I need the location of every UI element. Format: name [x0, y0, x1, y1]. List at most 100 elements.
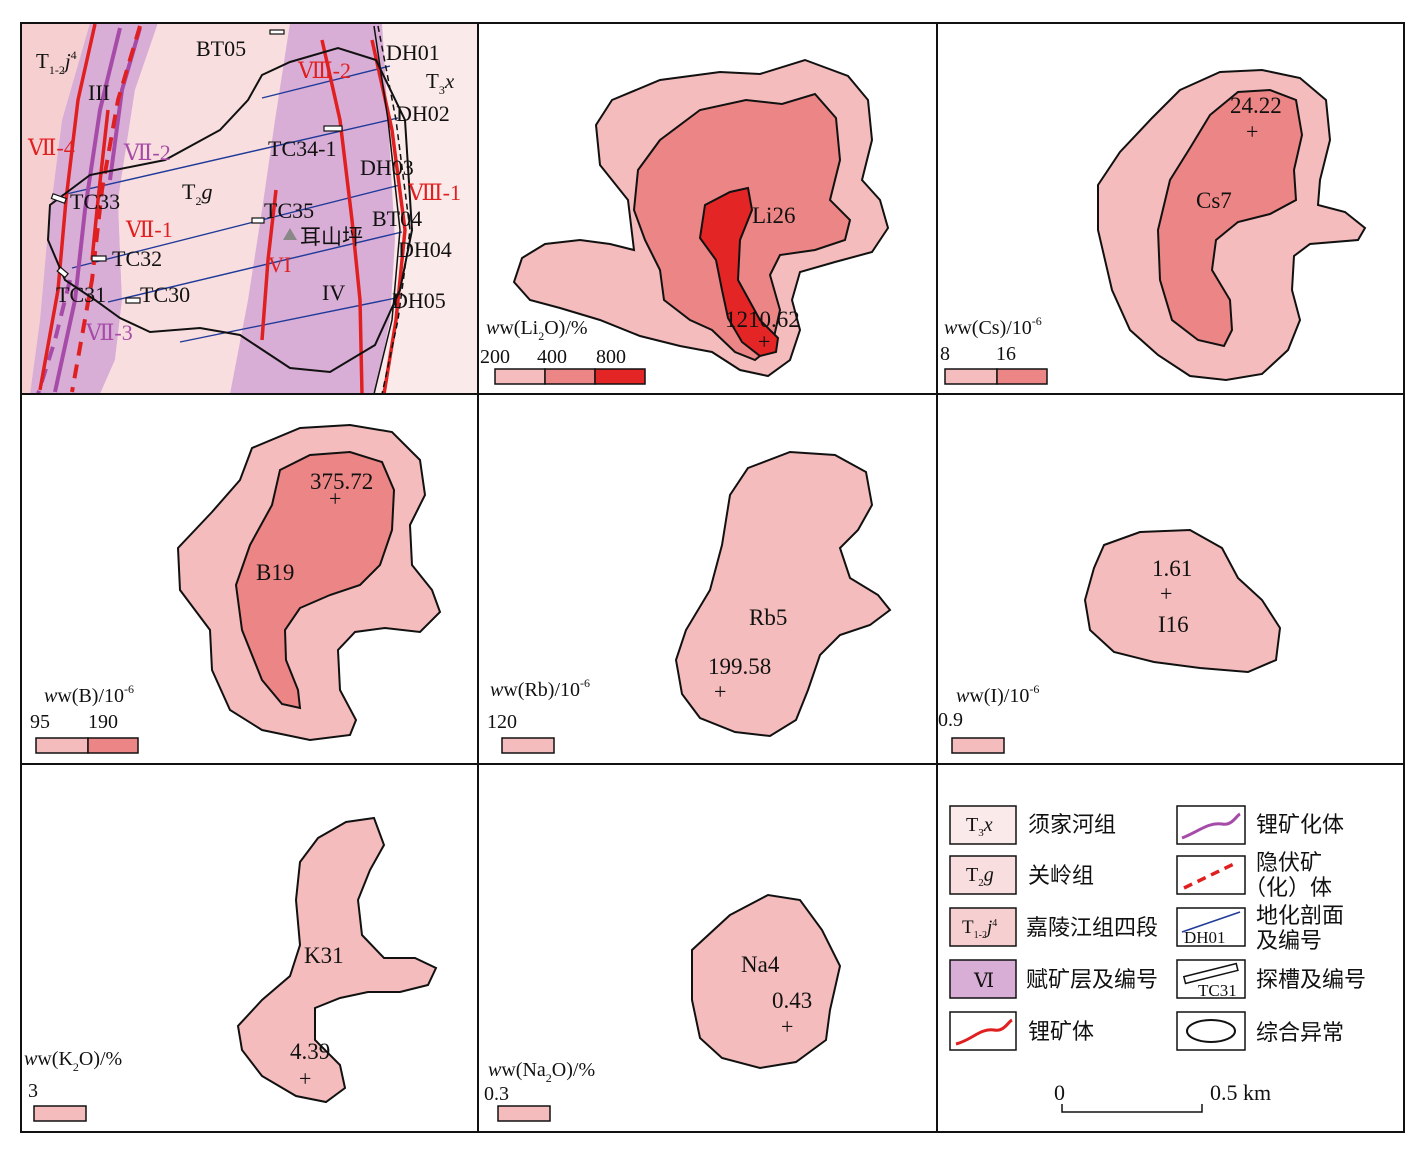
place-label-ershanping: 耳山坪: [300, 225, 363, 249]
legend-label-profile-line2: 及编号: [1256, 929, 1322, 954]
legend-label-trench: 探槽及编号: [1256, 968, 1366, 993]
trench-symbol-tc30: [125, 297, 141, 304]
li-legend-swatch-2: [544, 368, 596, 385]
rb-anomaly-panel: Rb5 199.58 + ww(Rb)/10-6 120: [487, 450, 892, 754]
k-anomaly-panel: K31 4.39 + ww(K2O)/% 3: [24, 816, 438, 1122]
b-peak-value: 375.72: [310, 469, 373, 494]
concealed-body-west: [70, 25, 142, 393]
li-peak-value: 1210.62: [725, 307, 800, 332]
legend-item-ore-layer: Ⅵ 赋矿层及编号: [949, 959, 1158, 999]
cs-unit-label: ww(Cs)/10-6: [944, 314, 1042, 339]
li-anomaly-zone-inner: [698, 186, 780, 358]
rb-unit-label: ww(Rb)/10-6: [490, 676, 590, 701]
li-legend-bar: [494, 368, 646, 385]
map-legend: T3x 须家河组 T2g 关岭组 T1-2j4 嘉陵江组四段 Ⅵ 赋矿层及编号 …: [949, 805, 1366, 1113]
li-orebody-vi: [260, 189, 278, 341]
trench-label-tc30: TC30: [140, 282, 190, 307]
li-orebody-viii2: [320, 39, 364, 395]
profile-line-dh03: [71, 184, 401, 269]
cs-legend-swatch-1: [944, 368, 998, 385]
rb-anomaly-label: Rb5: [749, 605, 787, 630]
profile-label-dh03: DH03: [360, 155, 414, 180]
legend-item-anomaly: 综合异常: [1176, 1011, 1344, 1051]
legend-symbol-profile: DH01: [1184, 928, 1226, 947]
trench-label-bt04: BT04: [372, 206, 422, 231]
legend-item-t3x: T3x 须家河组: [949, 805, 1116, 845]
legend-swatch-t3x: [949, 805, 1017, 845]
b-anomaly-zone-inner: [234, 450, 396, 710]
legend-swatch-t12j: [949, 907, 1017, 947]
na-anomaly-panel: Na4 0.43 + ww(Na2O)/% 0.3: [484, 893, 842, 1122]
b-anomaly-label: B19: [256, 560, 294, 585]
k-threshold-1: 3: [28, 1080, 38, 1102]
unit-label-t2g: T2g: [182, 179, 212, 208]
legend-label-profile-line1: 地化剖面: [1256, 904, 1344, 929]
li-threshold-2: 400: [537, 346, 567, 368]
legend-item-li-orebody: 锂矿体: [949, 1011, 1094, 1051]
legend-symbol-t3x: T3x: [966, 814, 993, 839]
legend-anomaly-ellipse-icon: [1186, 1019, 1236, 1043]
ore-layer-III: [30, 23, 158, 394]
trench-symbol-tc31: [56, 266, 69, 279]
unit-label-t12j: T1-2j4: [36, 48, 77, 77]
legend-label-concealed-line1: 隐伏矿: [1256, 851, 1322, 876]
rb-peak-marker-icon: +: [714, 679, 726, 704]
cs-threshold-2: 16: [996, 343, 1016, 365]
b-anomaly-panel: B19 375.72 + ww(B)/10-6 95 190: [30, 423, 442, 754]
trench-symbols: [50, 29, 343, 304]
k-legend-swatch-1: [33, 1105, 87, 1122]
legend-line-li-mineralized: [1181, 812, 1241, 840]
i-legend-swatch-1: [951, 737, 1005, 754]
peak-triangle-icon: [283, 228, 297, 240]
li-orebody-vii1: [90, 109, 110, 261]
k-unit-label: ww(K2O)/%: [24, 1048, 122, 1074]
b-peak-marker-icon: +: [329, 486, 341, 511]
na-legend-swatch-1: [497, 1105, 551, 1122]
cs-legend-bar: [944, 368, 1048, 385]
legend-label-ore-layer: 赋矿层及编号: [1026, 968, 1158, 993]
rb-peak-value: 199.58: [708, 654, 771, 679]
legend-symbol-t2g: T2g: [966, 864, 994, 889]
figure-border: [20, 22, 1405, 1133]
cs-legend-swatch-2: [996, 368, 1048, 385]
profile-line-dh01: [261, 65, 391, 99]
legend-label-anomaly: 综合异常: [1256, 1021, 1344, 1046]
legend-label-concealed-line2: （化）体: [1244, 876, 1332, 901]
legend-item-t2g: T2g 关岭组: [949, 855, 1094, 895]
trench-label-tc32: TC32: [112, 246, 162, 271]
profile-label-dh05: DH05: [392, 288, 446, 313]
orebody-label-vii4: Ⅶ-4: [27, 135, 75, 160]
i-peak-marker-icon: +: [1160, 581, 1172, 606]
trench-symbol-tc32: [91, 255, 107, 262]
ore-layer-IV: [230, 23, 395, 394]
geology-anomaly-outline: [46, 46, 414, 374]
i-anomaly-label: I16: [1158, 612, 1189, 637]
legend-item-profile: DH01 地化剖面 及编号: [1176, 904, 1344, 954]
legend-item-concealed: 隐伏矿 （化）体: [1176, 851, 1332, 901]
legend-label-t2g: 关岭组: [1028, 864, 1094, 889]
na-anomaly-zone: [691, 893, 842, 1070]
cs-anomaly-label: Cs7: [1196, 188, 1232, 213]
i-peak-value: 1.61: [1152, 556, 1192, 581]
trench-label-tc35: TC35: [264, 198, 314, 223]
orebody-label-viii2: Ⅷ-2: [297, 58, 351, 83]
legend-label-t12j: 嘉陵江组四段: [1026, 916, 1158, 941]
na-peak-marker-icon: +: [781, 1014, 793, 1039]
scale-bar-start: 0: [1054, 1080, 1065, 1105]
k-anomaly-label: K31: [304, 943, 344, 968]
geology-map-panel: T1-2j4 T3x T2g III IV VI Ⅷ-2 Ⅷ-1 Ⅶ-4 Ⅶ-1…: [21, 23, 478, 395]
li-anomaly-panel: Li26 1210.62 + ww(Li2O)/% 200 400 800: [480, 58, 890, 385]
legend-swatch-anomaly: [1176, 1011, 1246, 1051]
trench-label-tc33: TC33: [70, 189, 120, 214]
li-legend-swatch-1: [494, 368, 546, 385]
b-legend-swatch-1: [35, 737, 89, 754]
legend-label-t3x: 须家河组: [1028, 813, 1116, 838]
legend-symbol-t12j: T1-2j4: [962, 917, 997, 941]
i-unit-label: ww(I)/10-6: [956, 682, 1039, 707]
profile-label-dh01: DH01: [386, 40, 440, 65]
li-threshold-1: 200: [480, 346, 510, 368]
scale-bar: 0 0.5 km: [1054, 1080, 1271, 1113]
panel-grid: [20, 22, 1405, 1133]
trench-label-tc34-1: TC34-1: [268, 136, 336, 161]
